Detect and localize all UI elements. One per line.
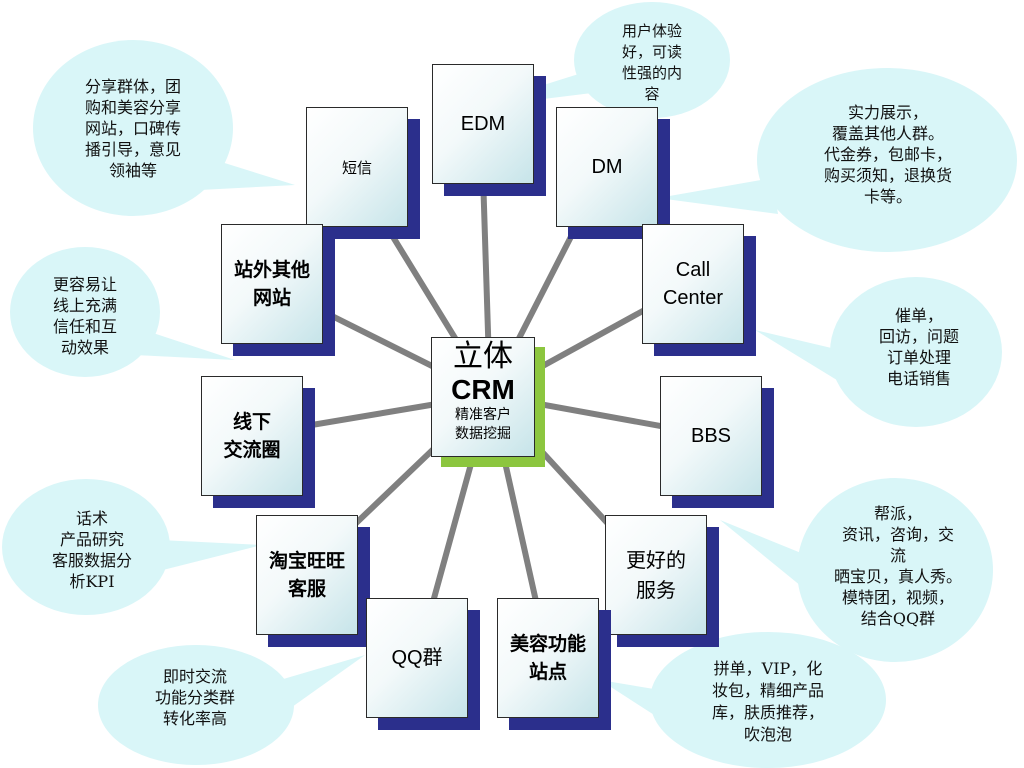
callout-bubble-qq-group bbox=[98, 645, 365, 765]
node-beauty-site-label-line1: 美容功能 bbox=[509, 633, 586, 655]
callout-bubble-bbs bbox=[720, 478, 993, 662]
callout-bubble-taobao bbox=[2, 479, 262, 615]
callout-bubble-dm bbox=[658, 68, 1017, 252]
node-taobao: 淘宝旺旺 客服 bbox=[256, 515, 358, 635]
node-better-service-label-line2: 服务 bbox=[636, 578, 676, 602]
callout-text-dm: 实力展示， 覆盖其他人群。 代金券，包邮卡， 购买须知，退换货 卡等。 bbox=[823, 103, 952, 206]
node-callcenter-label-line1: Call bbox=[675, 259, 711, 281]
callout-text-callcenter: 催单， 回访，问题 订单处理 电话销售 bbox=[878, 306, 959, 388]
node-other-sites-label-line2: 网站 bbox=[252, 287, 291, 309]
node-taobao-label-line2: 客服 bbox=[287, 578, 326, 600]
node-qq-group-label: QQ群 bbox=[391, 647, 443, 669]
node-edm-label: EDM bbox=[460, 113, 506, 135]
callout-text-beauty-site: 拼单，VIP，化 妆包，精细产品 库，肤质推荐， 吹泡泡 bbox=[711, 659, 824, 744]
callout-bubble-sms bbox=[33, 40, 295, 216]
node-dm-label: DM bbox=[591, 156, 623, 178]
node-callcenter: Call Center bbox=[642, 224, 744, 344]
center-subtitle-line1: 精准客户 bbox=[455, 407, 511, 423]
node-edm: EDM bbox=[432, 64, 534, 184]
node-offline: 线下 交流圈 bbox=[201, 376, 303, 496]
callout-text-bbs: 帮派， 资讯，咨询，交 流 晒宝贝，真人秀。 模特团，视频， 结合QQ群 bbox=[833, 504, 962, 628]
callout-text-taobao: 话术 产品研究 客服数据分 析KPI bbox=[51, 509, 132, 591]
callout-bubble-callcenter bbox=[755, 277, 1002, 427]
node-offline-label-line1: 线下 bbox=[232, 411, 271, 433]
node-sms-label: 短信 bbox=[341, 158, 372, 177]
node-better-service-label-line1: 更好的 bbox=[626, 548, 686, 572]
node-beauty-site: 美容功能 站点 bbox=[497, 598, 599, 718]
node-callcenter-label-line2: Center bbox=[662, 287, 724, 309]
center-subtitle-line2: 数据挖掘 bbox=[455, 426, 511, 442]
node-other-sites-label-line1: 站外其他 bbox=[233, 259, 310, 281]
node-better-service: 更好的 服务 bbox=[605, 515, 707, 635]
callout-text-other-sites: 更容易让 线上充满 信任和互 动效果 bbox=[52, 275, 117, 357]
callout-text-sms: 分享群体，团 购和美容分享 网站，口碑传 播引导，意见 领袖等 bbox=[84, 77, 181, 180]
center-title: 立体 bbox=[453, 339, 513, 374]
node-beauty-site-label-line2: 站点 bbox=[528, 661, 567, 683]
callout-bubble-other-sites bbox=[10, 247, 235, 377]
callout-bubble-beauty-site bbox=[600, 632, 886, 768]
node-bbs-label: BBS bbox=[690, 425, 732, 447]
callout-text-edm: 用户体验 好，可读 性强的内 容 bbox=[621, 22, 682, 103]
node-bbs: BBS bbox=[660, 376, 762, 496]
node-sms: 短信 bbox=[306, 107, 408, 227]
node-dm: DM bbox=[556, 107, 658, 227]
callout-text-qq-group: 即时交流 功能分类群 转化率高 bbox=[154, 667, 235, 728]
node-other-sites: 站外其他 网站 bbox=[221, 224, 323, 344]
center-node-crm: 立体 CRM 精准客户 数据挖掘 bbox=[431, 337, 535, 457]
center-crm: CRM bbox=[451, 374, 515, 405]
node-qq-group: QQ群 bbox=[366, 598, 468, 718]
node-offline-label-line2: 交流圈 bbox=[223, 439, 281, 461]
node-taobao-label-line1: 淘宝旺旺 bbox=[268, 550, 345, 572]
